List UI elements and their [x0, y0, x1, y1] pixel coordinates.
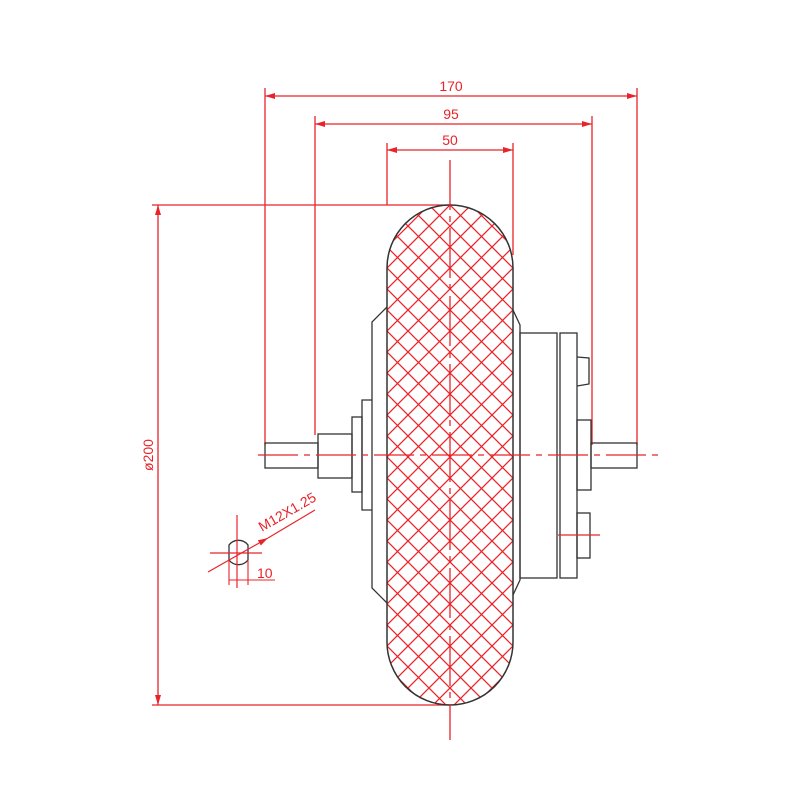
dimension-overall-width: 170	[264, 78, 638, 445]
dimension-tire-width: 50	[386, 132, 514, 255]
dimension-diameter: ø200	[140, 204, 450, 706]
dimension-hub-width: 95	[314, 106, 593, 445]
thread-detail: M12X1.25 10	[207, 489, 319, 588]
centerlines	[258, 160, 660, 740]
flat-width-label: 10	[257, 565, 273, 581]
dimension-label-170: 170	[439, 78, 463, 94]
hub-right-housing	[512, 309, 638, 596]
dimension-label-diameter: ø200	[140, 439, 156, 471]
dimension-label-95: 95	[443, 106, 459, 122]
thread-label: M12X1.25	[256, 489, 319, 535]
dimension-label-50: 50	[442, 132, 458, 148]
